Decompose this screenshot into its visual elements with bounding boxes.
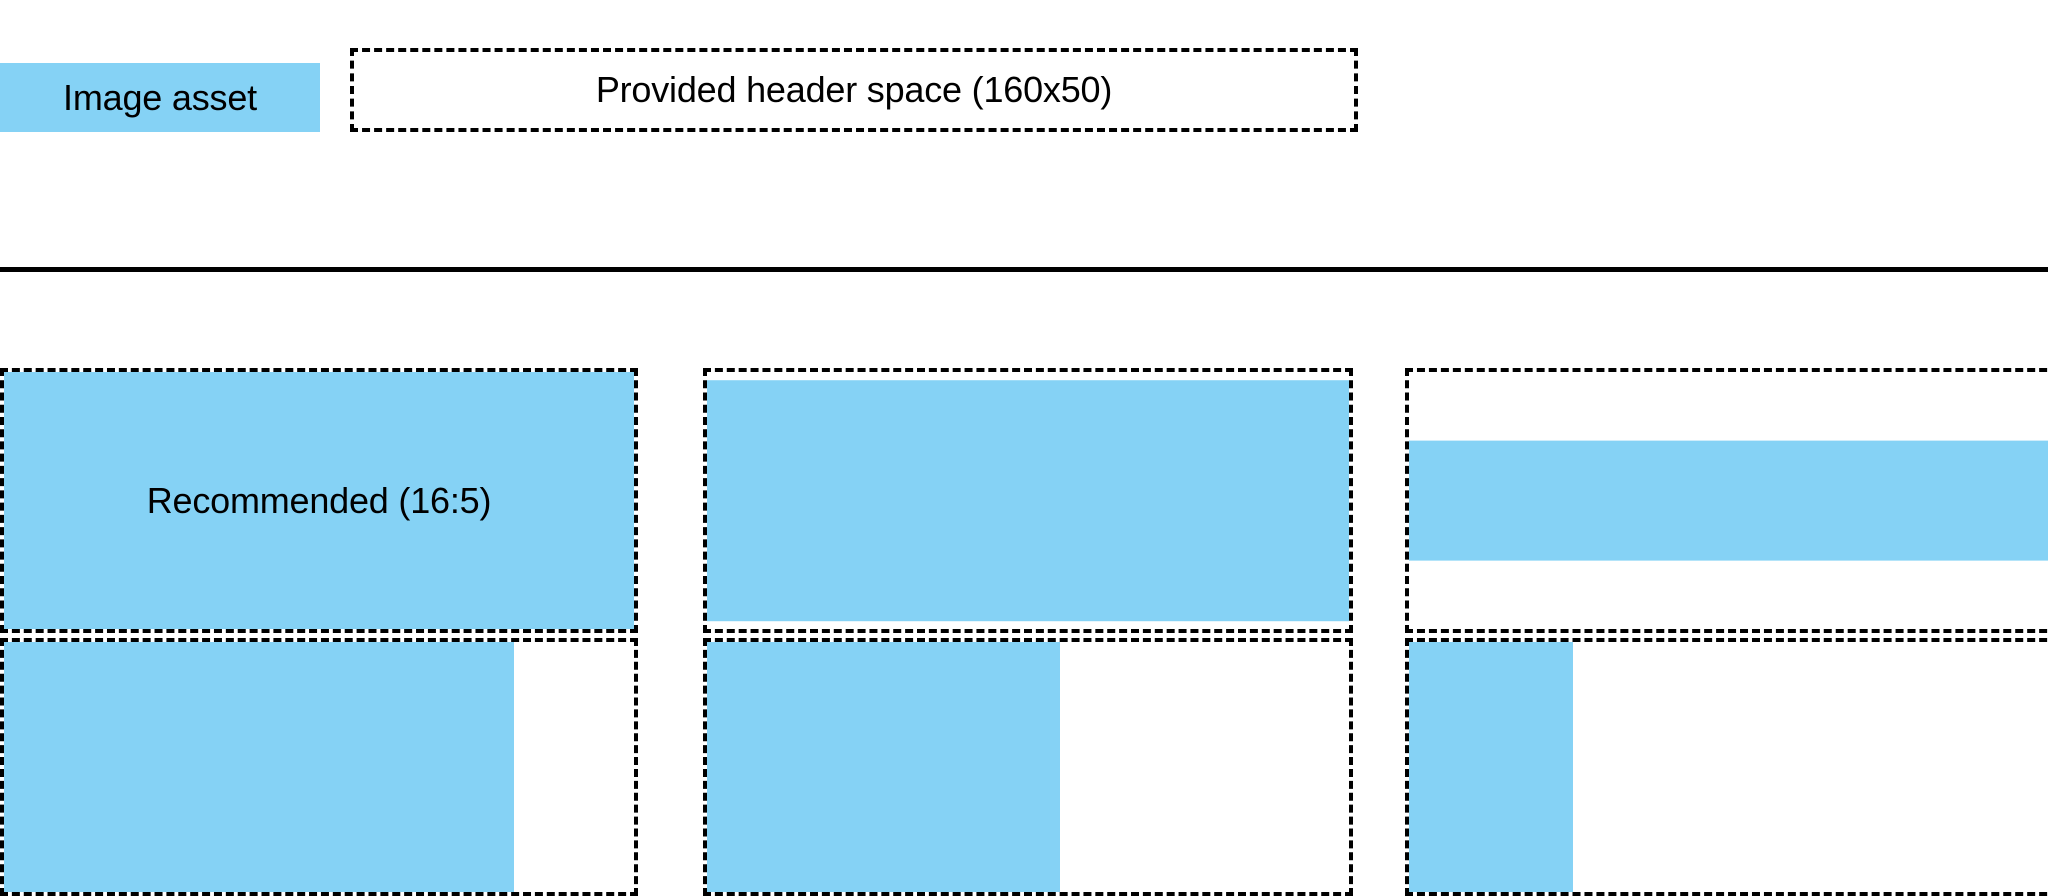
aspect-cell-tall-inset (703, 368, 1353, 633)
image-asset-swatch: Image asset (0, 63, 320, 132)
aspect-cell-recommended: Recommended (16:5) (0, 368, 638, 633)
asset-fill (1409, 440, 2048, 561)
aspect-cell-short-band (1405, 368, 2048, 633)
recommended-ratio-label: Recommended (16:5) (146, 479, 492, 521)
grid-row-width-fill (0, 638, 2048, 896)
width-cell-narrow (1405, 638, 2048, 896)
width-cell-wide (0, 638, 638, 896)
aspect-ratio-grid: Recommended (16:5) (0, 368, 2048, 896)
width-cell-medium (703, 638, 1353, 896)
provided-header-space-label: Provided header space (160x50) (595, 69, 1113, 110)
image-asset-label: Image asset (63, 76, 257, 118)
asset-fill (4, 642, 515, 892)
asset-fill (1409, 642, 1573, 892)
asset-fill (707, 379, 1349, 622)
section-divider (0, 267, 2048, 272)
asset-fill (4, 372, 634, 629)
grid-row-aspect-ratio: Recommended (16:5) (0, 368, 2048, 633)
header-example-row: Image asset Provided header space (160x5… (0, 0, 2048, 220)
provided-header-space-outline: Provided header space (160x50) (350, 48, 1358, 132)
asset-fill (707, 642, 1061, 892)
